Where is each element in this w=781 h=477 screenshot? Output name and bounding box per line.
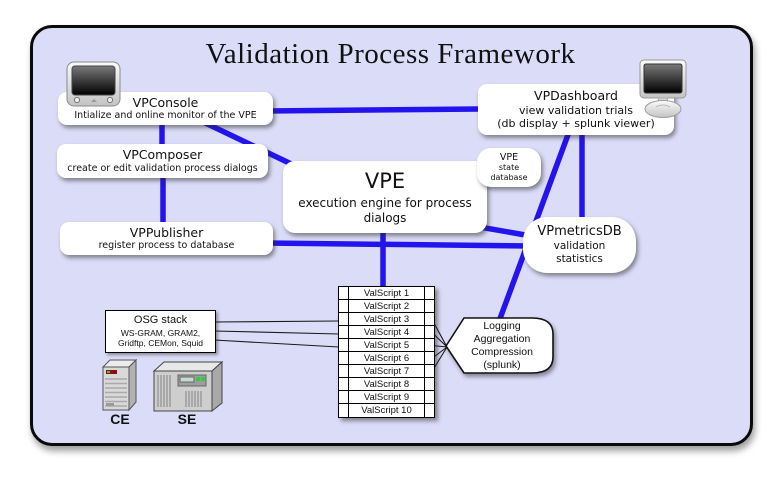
node-title: VPComposer — [122, 147, 203, 163]
row-right-cell — [424, 287, 434, 299]
row-left-cell — [339, 313, 349, 325]
valscript-row: ValScript 4 — [339, 326, 434, 339]
node-subtitle: state — [498, 163, 520, 173]
valscript-row: ValScript 9 — [339, 391, 434, 404]
node-title: VPPublisher — [129, 224, 204, 240]
row-left-cell — [339, 300, 349, 312]
node-subtitle: register process to database — [98, 240, 235, 252]
valscript-row: ValScript 5 — [339, 339, 434, 352]
node-title: OSG stack — [133, 314, 188, 326]
valscript-label: ValScript 10 — [361, 405, 412, 416]
row-right-cell — [424, 300, 434, 312]
node-vppublisher: VPPublisher register process to database — [60, 222, 273, 255]
row-right-cell — [424, 365, 434, 377]
node-title: VPConsole — [132, 94, 199, 110]
valscript-label: ValScript 8 — [363, 378, 410, 390]
valscript-label: ValScript 4 — [363, 326, 410, 338]
node-subtitle: Intialize and online monitor of the VPE — [74, 110, 257, 122]
node-subtitle: validation — [553, 240, 606, 252]
valscript-row: ValScript 10 — [339, 404, 434, 417]
node-subtitle: Gridftp, CEMon, Squid — [117, 338, 204, 349]
row-left-cell — [339, 378, 349, 390]
crt-monitor-icon — [66, 61, 121, 107]
valscript-label: ValScript 6 — [363, 352, 410, 364]
row-left-cell — [339, 339, 349, 351]
row-right-cell — [424, 339, 434, 351]
node-title: VPmetricsDB — [537, 223, 622, 239]
valscript-row: ValScript 1 — [339, 287, 434, 300]
node-line: Aggregation — [473, 332, 531, 345]
valscript-row: ValScript 3 — [339, 313, 434, 326]
node-title: VPE — [499, 151, 519, 163]
node-subtitle: create or edit validation process dialog… — [67, 162, 258, 174]
node-title: VPE — [364, 168, 406, 193]
node-title: VPDashboard — [534, 87, 618, 103]
node-logging: Logging Aggregation Compression (splunk) — [452, 318, 552, 374]
node-subtitle: WS-GRAM, GRAM2, — [120, 327, 201, 338]
se-label: SE — [177, 411, 197, 427]
valscript-row: ValScript 7 — [339, 365, 434, 378]
node-subtitle: execution engine for process — [298, 196, 472, 211]
row-left-cell — [339, 404, 349, 417]
node-vpe: VPE execution engine for process dialogs — [283, 161, 487, 233]
row-right-cell — [424, 378, 434, 390]
valscript-row: ValScript 6 — [339, 352, 434, 365]
node-vpe-state-database: VPE state database — [477, 148, 541, 187]
rack-server-icon — [152, 360, 224, 413]
node-subtitle: statistics — [556, 253, 603, 266]
row-left-cell — [339, 326, 349, 338]
node-osg-stack: OSG stack WS-GRAM, GRAM2, Gridftp, CEMon… — [105, 310, 216, 353]
valscript-label: ValScript 9 — [363, 391, 410, 403]
node-line: (splunk) — [483, 359, 521, 372]
imac-monitor-icon — [639, 59, 687, 118]
valscript-label: ValScript 2 — [363, 300, 410, 312]
row-left-cell — [339, 365, 349, 377]
row-right-cell — [424, 313, 434, 325]
tower-server-icon — [101, 358, 138, 412]
row-right-cell — [424, 352, 434, 364]
node-line: Compression — [471, 346, 533, 358]
valscript-table: ValScript 1 ValScript 2 ValScript 3 ValS… — [338, 286, 435, 418]
valscript-label: ValScript 1 — [363, 287, 410, 299]
row-left-cell — [339, 352, 349, 364]
row-left-cell — [339, 391, 349, 403]
row-right-cell — [424, 391, 434, 403]
node-vpcomposer: VPComposer create or edit validation pro… — [57, 144, 268, 178]
valscript-row: ValScript 2 — [339, 300, 434, 313]
node-subtitle: (db display + splunk viewer) — [497, 117, 655, 131]
row-right-cell — [424, 326, 434, 338]
ce-label: CE — [110, 411, 130, 427]
row-right-cell — [424, 404, 434, 417]
valscript-row: ValScript 8 — [339, 378, 434, 391]
diagram-title: Validation Process Framework — [205, 38, 576, 70]
valscript-label: ValScript 7 — [363, 365, 410, 377]
valscript-label: ValScript 5 — [363, 339, 410, 351]
node-line: Logging — [483, 319, 521, 332]
node-subtitle: dialogs — [363, 211, 407, 226]
node-subtitle: database — [490, 173, 528, 183]
row-left-cell — [339, 287, 349, 299]
node-subtitle: view validation trials — [519, 103, 633, 117]
node-vpmetricsdb: VPmetricsDB validation statistics — [523, 217, 636, 273]
valscript-label: ValScript 3 — [363, 313, 410, 325]
